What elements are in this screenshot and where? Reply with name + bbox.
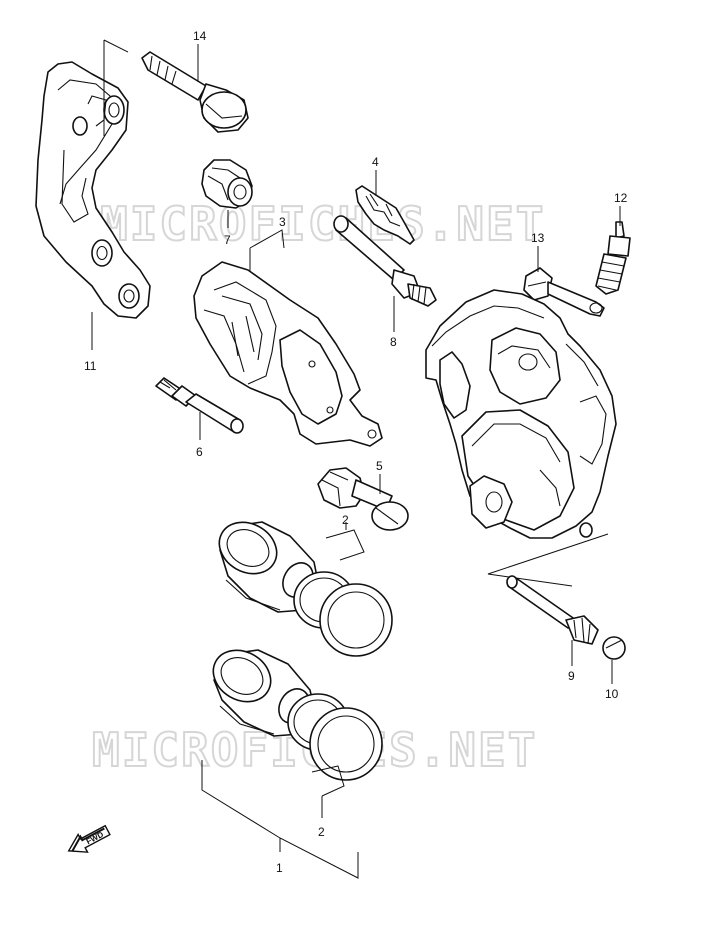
- part-12-bleeder-screw: [595, 221, 631, 295]
- callout-7: 7: [224, 233, 231, 247]
- callout-6: 6: [196, 445, 203, 459]
- callout-4: 4: [372, 155, 379, 169]
- part-9-pin: [506, 575, 599, 645]
- part-10-plug: [602, 636, 626, 660]
- watermark-top: MICROFICHES.NET: [100, 197, 545, 251]
- callout-9: 9: [568, 669, 575, 683]
- part-7-boot: [201, 159, 253, 209]
- callout-1: 1: [276, 861, 283, 875]
- part-5-bolt: [317, 467, 409, 531]
- part-13-cap: [523, 267, 605, 317]
- callout-3: 3: [279, 215, 286, 229]
- callout-11: 11: [84, 359, 97, 373]
- caliper-body: [425, 289, 617, 539]
- leader-2-lower: [311, 765, 345, 818]
- upper-piston-and-seals: [218, 521, 393, 657]
- leader-3: [249, 229, 285, 272]
- part-6-slide-pin: [155, 377, 244, 434]
- leader-1: [201, 760, 359, 879]
- callout-2-upper: 2: [342, 513, 349, 527]
- leader-caliper-pin: [487, 533, 609, 587]
- lower-piston-and-seals: [212, 649, 383, 781]
- leader-11-top: [103, 39, 129, 136]
- part-3-brake-pads: [193, 261, 383, 447]
- callout-5: 5: [376, 459, 383, 473]
- part-4-pad-spring: [355, 185, 415, 245]
- callout-12: 12: [614, 191, 628, 205]
- callout-10: 10: [605, 687, 619, 701]
- callout-14: 14: [193, 29, 207, 43]
- callout-2-lower: 2: [318, 825, 325, 839]
- callout-13: 13: [531, 231, 545, 245]
- fwd-arrow-badge: FWD: [67, 824, 111, 853]
- leader-2-upper: [325, 522, 365, 561]
- part-8-slide-pin: [333, 215, 437, 307]
- callout-8: 8: [390, 335, 397, 349]
- part-14-bolt: [141, 51, 249, 133]
- part-11-caliper-bracket: [35, 61, 151, 319]
